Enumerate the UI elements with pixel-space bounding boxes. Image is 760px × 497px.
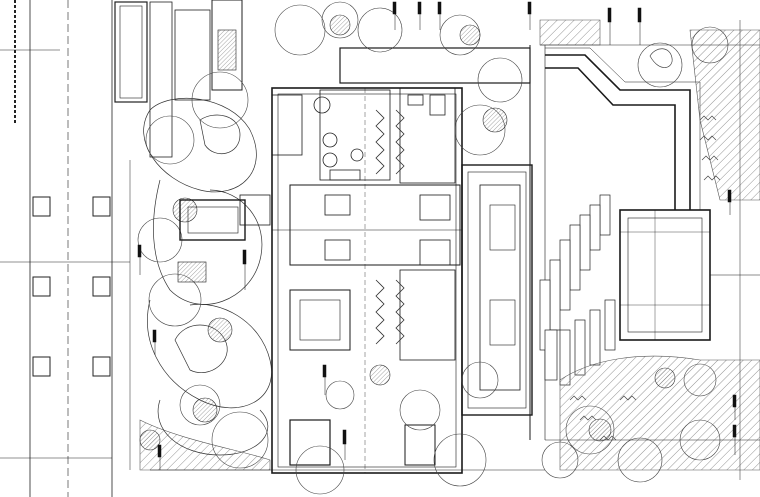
hatched-trees (139, 14, 676, 451)
grid-lines (129, 20, 760, 480)
walkway (545, 47, 701, 210)
top-left-structures (114, 0, 243, 158)
hatched-planting (139, 19, 760, 471)
left-road-edge (0, 0, 130, 497)
zigzag-walls (375, 109, 405, 345)
column-markers (32, 196, 111, 377)
fixtures (313, 94, 446, 181)
left-garden-beds (143, 98, 272, 456)
shrub-scribbles (569, 48, 721, 441)
pavilion (619, 209, 760, 341)
stepping-stones (539, 194, 616, 386)
annotation-tags (137, 1, 737, 470)
right-courtyard (461, 45, 546, 440)
left-pool (177, 94, 303, 283)
